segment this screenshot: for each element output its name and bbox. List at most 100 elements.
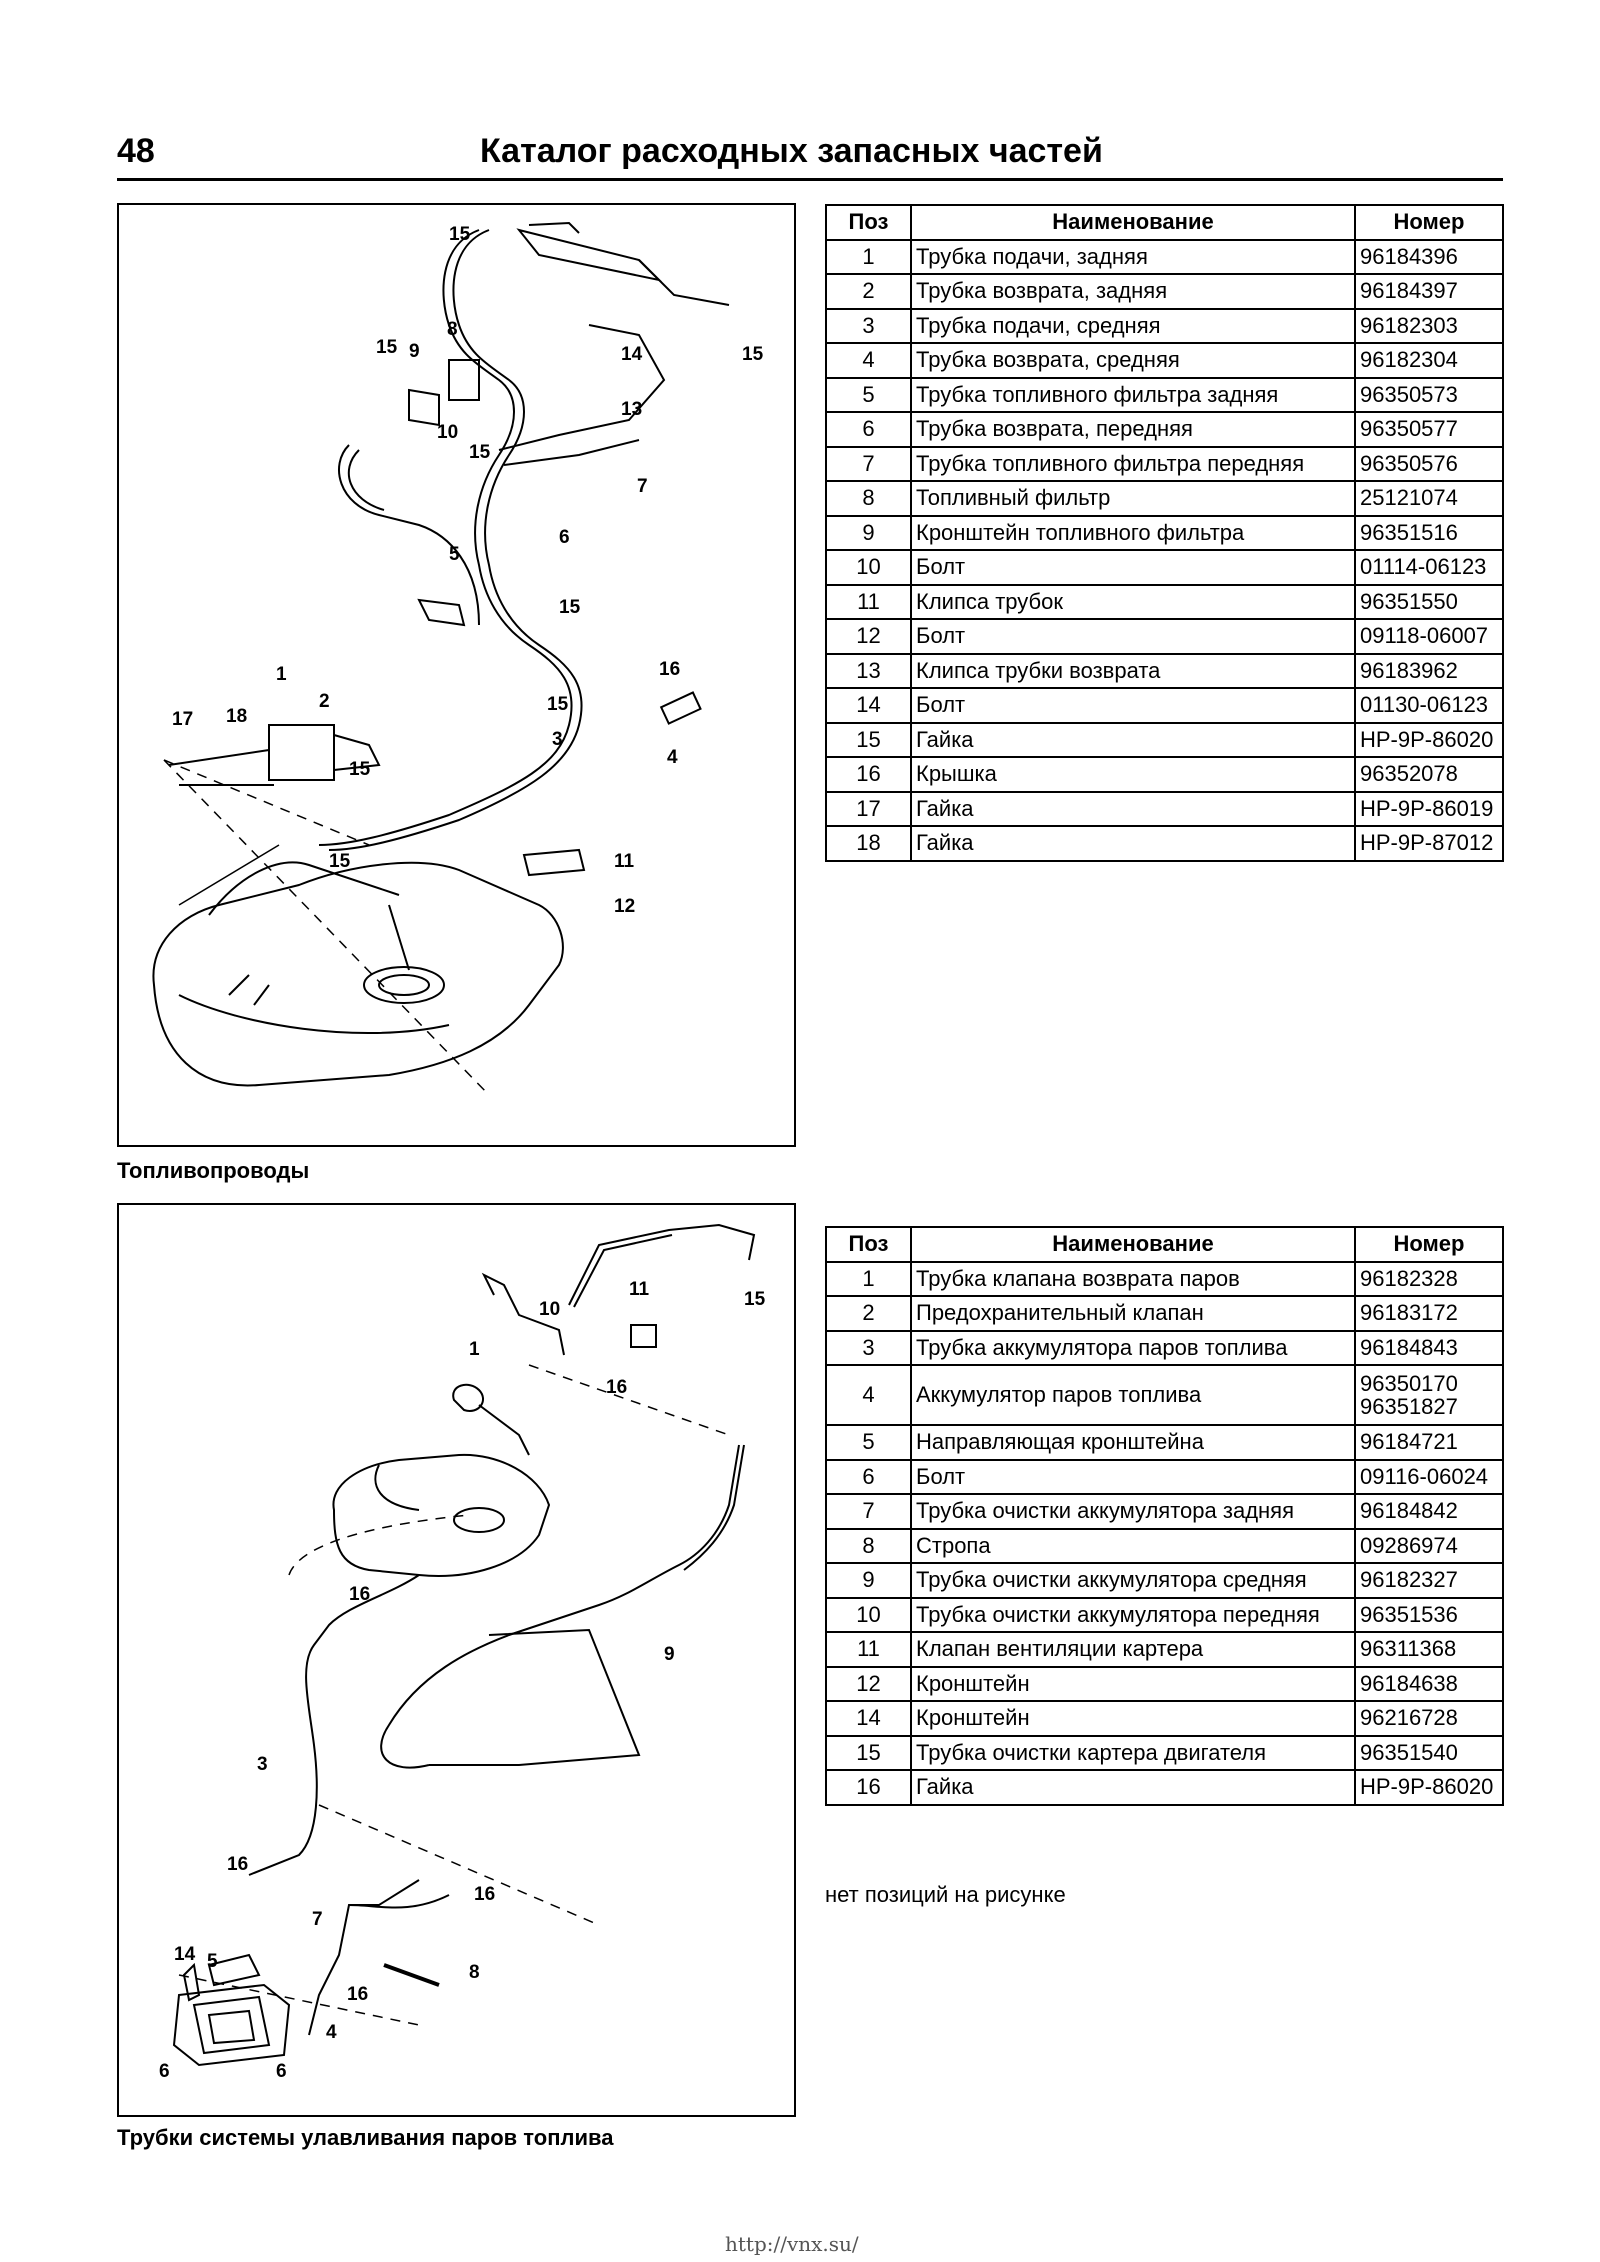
callout-9: 9 (664, 1644, 675, 1665)
callout-10: 10 (437, 422, 458, 443)
fuel-lines-diagram: 15 8 15 9 14 15 13 10 15 7 6 5 15 1 16 1… (117, 203, 796, 1147)
cell-pos: 2 (825, 1295, 912, 1332)
cell-number: 96351516 (1354, 514, 1504, 551)
cell-number: HP-9P-86020 (1354, 1769, 1504, 1806)
cell-number-line: 96351827 (1360, 1394, 1458, 1419)
page-title: Каталог расходных запасных частей (480, 132, 1103, 170)
cell-number: 96182328 (1354, 1260, 1504, 1297)
cell-name: Стропа (910, 1527, 1356, 1564)
cell-number: 09286974 (1354, 1527, 1504, 1564)
callout-6: 6 (559, 527, 570, 548)
callout-12: 12 (614, 896, 635, 917)
cell-number-line: 96350170 (1360, 1370, 1458, 1396)
cell-pos: 11 (825, 583, 912, 620)
cell-name: Трубка подачи, средняя (910, 307, 1356, 344)
cell-pos: 3 (825, 1329, 912, 1366)
cell-pos: 8 (825, 480, 912, 517)
callout-15-d: 15 (559, 597, 581, 618)
cell-pos: 14 (825, 1700, 912, 1737)
cell-name: Трубка возврата, средняя (910, 342, 1356, 379)
callout-5: 5 (207, 1951, 218, 1972)
cell-number: 96351536 (1354, 1596, 1504, 1633)
cell-pos: 6 (825, 411, 912, 448)
cell-number: 01114-06123 (1354, 549, 1504, 586)
cell-pos: 14 (825, 687, 912, 724)
callout-13: 13 (621, 399, 642, 420)
cell-number: 96182303 (1354, 307, 1504, 344)
cell-name: Болт (910, 618, 1356, 655)
cell-number: 96184397 (1354, 273, 1504, 310)
cell-name: Клипса трубок (910, 583, 1356, 620)
callout-15-top: 15 (449, 224, 471, 245)
cell-name: Гайка (910, 721, 1356, 758)
callout-15-g: 15 (329, 851, 351, 872)
callout-16: 16 (659, 659, 680, 680)
callout-3: 3 (552, 729, 563, 750)
callout-4: 4 (667, 747, 678, 768)
cell-number: 96184843 (1354, 1329, 1504, 1366)
cell-name: Трубка топливного фильтра задняя (910, 376, 1356, 413)
callout-17: 17 (172, 709, 193, 730)
callout-16-b: 16 (349, 1584, 370, 1605)
cell-name: Трубка топливного фильтра передняя (910, 445, 1356, 482)
callout-18: 18 (226, 706, 247, 727)
cell-number: 96216728 (1354, 1700, 1504, 1737)
cell-pos: 13 (825, 652, 912, 689)
cell-number: 96183172 (1354, 1295, 1504, 1332)
cell-name: Топливный фильтр (910, 480, 1356, 517)
callout-7: 7 (637, 476, 648, 497)
cell-name: Кронштейн (910, 1665, 1356, 1702)
cell-pos: 12 (825, 618, 912, 655)
cell-pos: 4 (825, 1364, 912, 1426)
cell-number: 96350573 (1354, 376, 1504, 413)
callout-4: 4 (326, 2022, 337, 2043)
cell-pos: 9 (825, 514, 912, 551)
cell-number: 96311368 (1354, 1631, 1504, 1668)
callout-1: 1 (469, 1339, 480, 1360)
note-no-positions: нет позиций на рисунке (825, 1882, 1066, 1907)
callout-15-f: 15 (349, 759, 371, 780)
callout-15-c: 15 (469, 442, 491, 463)
footer-url: http://vnx.su/ (725, 2232, 859, 2256)
figure-caption-fuel-lines: Топливопроводы (117, 1158, 310, 1183)
cell-number: 96184638 (1354, 1665, 1504, 1702)
cell-pos: 16 (825, 1769, 912, 1806)
column-header-name: Наименование (910, 204, 1356, 241)
cell-pos: 9 (825, 1562, 912, 1599)
cell-pos: 7 (825, 445, 912, 482)
cell-pos: 4 (825, 342, 912, 379)
column-header-number: Номер (1354, 1226, 1504, 1263)
callout-16-c: 16 (227, 1854, 248, 1875)
callout-14: 14 (621, 344, 643, 365)
cell-pos: 10 (825, 1596, 912, 1633)
cell-number: 96183962 (1354, 652, 1504, 689)
cell-number: HP-9P-86019 (1354, 790, 1504, 827)
cell-name: Трубка подачи, задняя (910, 238, 1356, 275)
cell-number: 96350576 (1354, 445, 1504, 482)
callout-6-b: 6 (276, 2061, 287, 2082)
callout-3: 3 (257, 1754, 268, 1775)
